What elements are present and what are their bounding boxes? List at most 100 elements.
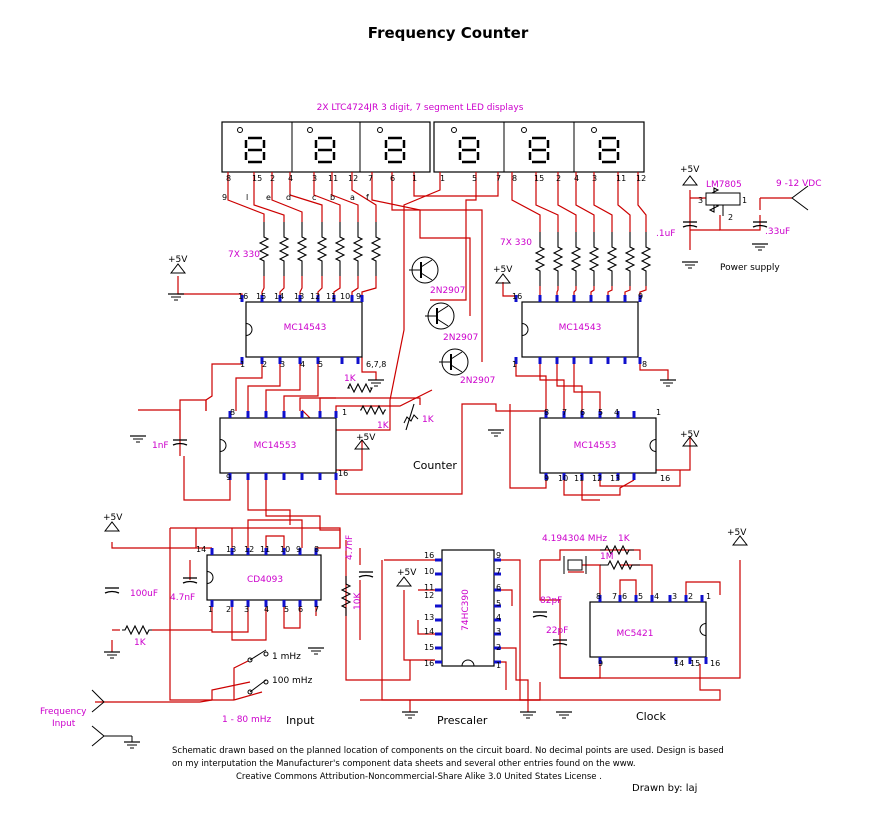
note-line-1: Schematic drawn based on the planned loc… bbox=[172, 746, 724, 756]
pin-number: 12 bbox=[244, 545, 254, 554]
pin-number: 4 bbox=[614, 408, 619, 417]
wire bbox=[299, 397, 336, 411]
wire bbox=[351, 276, 359, 295]
svg-text:1: 1 bbox=[440, 174, 445, 183]
svg-text:c: c bbox=[312, 193, 316, 202]
wire bbox=[371, 172, 471, 316]
pin-number: 10 bbox=[558, 474, 568, 483]
pin-number: 11 bbox=[424, 583, 434, 592]
vcc-symbol bbox=[395, 576, 413, 587]
pin-number: 10 bbox=[280, 545, 290, 554]
pin-number: 9 bbox=[638, 292, 643, 301]
wire bbox=[319, 397, 421, 411]
wire bbox=[261, 276, 265, 295]
svg-text:2: 2 bbox=[728, 213, 733, 222]
pin-number: 9 bbox=[598, 659, 603, 668]
resistor-array-right-element bbox=[570, 232, 582, 286]
pin-number: 3 bbox=[244, 605, 249, 614]
svg-text:15: 15 bbox=[534, 174, 544, 183]
wire bbox=[535, 172, 559, 232]
svg-text:+5V: +5V bbox=[680, 165, 700, 175]
resistor-array-left-element bbox=[334, 222, 346, 276]
resistor-1k-e bbox=[600, 544, 634, 556]
pin-number: 3 bbox=[496, 627, 501, 636]
resistor-10k-label: 10K bbox=[353, 592, 363, 610]
pin-number: 5 bbox=[638, 592, 643, 601]
wire bbox=[279, 276, 285, 295]
wire bbox=[247, 364, 281, 411]
pin-number: 12 bbox=[592, 474, 602, 483]
svg-text:2: 2 bbox=[270, 174, 275, 183]
svg-text:11: 11 bbox=[328, 174, 338, 183]
segment-labels: 9 l e d c b a f bbox=[222, 193, 369, 202]
cap-033uf-label: .33uF bbox=[765, 227, 790, 237]
wire bbox=[689, 190, 714, 250]
pin-number: 7 bbox=[562, 408, 567, 417]
wire bbox=[331, 172, 359, 222]
chip-cnt-left-label: MC14553 bbox=[254, 441, 297, 451]
wire bbox=[557, 172, 577, 232]
resistor-array-left-element bbox=[316, 222, 328, 276]
wire bbox=[169, 528, 234, 701]
chip-nand bbox=[206, 548, 322, 607]
svg-text:+5V: +5V bbox=[397, 568, 417, 578]
wire bbox=[501, 661, 507, 690]
pin-number: 1 bbox=[496, 661, 501, 670]
pin-number: 5 bbox=[598, 408, 603, 417]
pin-number: 7 bbox=[496, 567, 501, 576]
diagram-title: Frequency Counter bbox=[368, 24, 529, 42]
chip-prescaler-label: 74HC390 bbox=[461, 589, 471, 631]
wire bbox=[179, 399, 207, 420]
chip-body bbox=[206, 554, 322, 601]
wire bbox=[265, 364, 301, 411]
chip-body bbox=[589, 601, 707, 658]
pin-number: 8 bbox=[544, 408, 549, 417]
wire bbox=[573, 286, 577, 295]
resistor-1k-e-label: 1K bbox=[618, 534, 631, 544]
capacitor-plate bbox=[682, 224, 698, 228]
svg-text:8: 8 bbox=[512, 174, 517, 183]
pin-number: 9 bbox=[296, 545, 301, 554]
pin-number: 8 bbox=[314, 545, 319, 554]
resistor-array-right-label: 7X 330 bbox=[500, 238, 532, 248]
resistor-1k-a bbox=[347, 382, 373, 394]
wire bbox=[177, 276, 243, 295]
svg-text:+5V: +5V bbox=[168, 255, 188, 265]
cap-82pf-label: 82pF bbox=[540, 596, 562, 606]
cap-4n7-b-label: 4.7nF bbox=[345, 535, 355, 560]
pin-number: 1 bbox=[706, 592, 711, 601]
wire bbox=[637, 172, 647, 232]
digit-1 bbox=[237, 127, 266, 164]
pin-number: 2 bbox=[496, 643, 501, 652]
pin-number: 16 bbox=[424, 659, 434, 668]
frequency-input-connector bbox=[91, 689, 105, 713]
pin-number: 11 bbox=[574, 474, 584, 483]
resistor-array-right-element bbox=[552, 232, 564, 286]
credit: Drawn by: laj bbox=[632, 783, 697, 794]
supply-labels: +5V +5V +5V +5V +5V +5V +5V +5V bbox=[103, 165, 747, 578]
transistor-collector bbox=[420, 259, 433, 268]
pin-number: 11 bbox=[326, 292, 336, 301]
chip-body bbox=[539, 417, 657, 474]
capacitor-plate bbox=[552, 642, 568, 646]
wire bbox=[573, 364, 601, 411]
wire bbox=[283, 364, 319, 411]
transistor-collector bbox=[450, 351, 463, 360]
pin-number: 15 bbox=[690, 659, 700, 668]
pin-number: 7 bbox=[314, 605, 319, 614]
pin-number: 13 bbox=[226, 545, 236, 554]
pin-number: 2 bbox=[226, 605, 231, 614]
regulator-label: LM7805 bbox=[706, 180, 742, 190]
decimal-dot bbox=[377, 127, 383, 133]
svg-text:9: 9 bbox=[222, 193, 227, 202]
pin-number: 15 bbox=[424, 643, 434, 652]
wire bbox=[501, 559, 540, 701]
pin-number: 8 bbox=[642, 360, 647, 369]
resistor-1k-d bbox=[122, 624, 152, 636]
svg-text:5: 5 bbox=[472, 174, 477, 183]
digit-2 bbox=[307, 127, 336, 164]
chip-body bbox=[245, 301, 363, 358]
svg-text:11: 11 bbox=[616, 174, 626, 183]
chip-cnt-right bbox=[539, 411, 657, 480]
vcc-symbol bbox=[731, 535, 749, 546]
